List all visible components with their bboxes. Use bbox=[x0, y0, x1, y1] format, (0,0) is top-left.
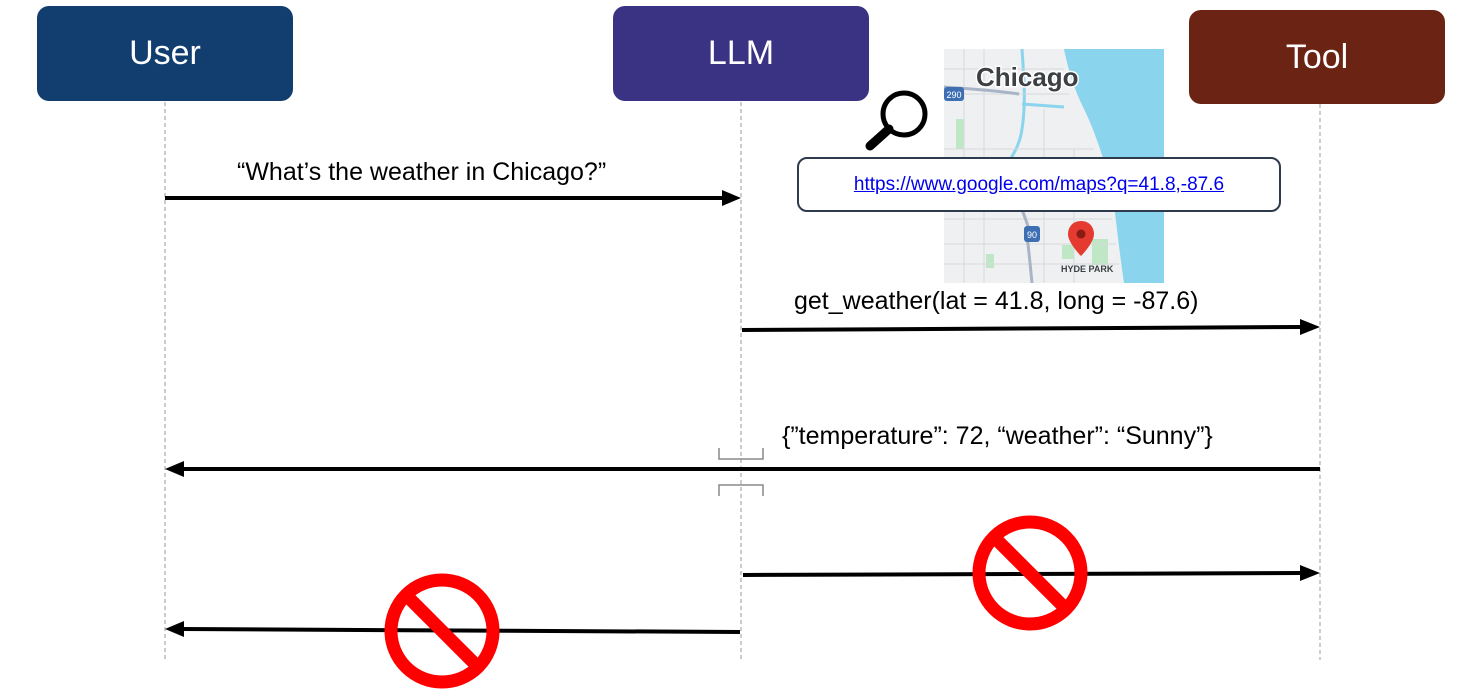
message-tool-response: {”temperature”: 72, “weather”: “Sunny”} bbox=[782, 422, 1213, 450]
arrow-tool-to-user bbox=[165, 461, 1320, 477]
prohibited-icon bbox=[384, 573, 500, 689]
magnifier-icon bbox=[865, 90, 928, 151]
actor-user: User bbox=[37, 6, 293, 101]
svg-text:290: 290 bbox=[946, 90, 961, 100]
message-user-query: “What’s the weather in Chicago?” bbox=[237, 158, 607, 186]
map-pin-icon bbox=[1068, 221, 1094, 256]
map-city-label: Chicago bbox=[976, 62, 1079, 92]
url-callout: https://www.google.com/maps?q=41.8,-87.6 bbox=[797, 157, 1281, 212]
arrow-llm-to-tool bbox=[741, 319, 1320, 335]
highway-90-shield: 90 bbox=[1024, 226, 1040, 242]
actor-llm: LLM bbox=[613, 6, 869, 101]
arrow-user-to-llm bbox=[165, 190, 741, 206]
message-tool-call: get_weather(lat = 41.8, long = -87.6) bbox=[794, 287, 1199, 315]
actor-tool: Tool bbox=[1189, 10, 1445, 104]
prohibited-icon bbox=[972, 515, 1088, 631]
highway-290-shield: 290 bbox=[944, 87, 964, 101]
arrow-llm-to-user-blocked bbox=[165, 621, 741, 637]
maps-url-link[interactable]: https://www.google.com/maps?q=41.8,-87.6 bbox=[853, 173, 1225, 195]
bypass-bracket bbox=[718, 448, 764, 496]
svg-text:90: 90 bbox=[1027, 230, 1037, 240]
map-district-label: HYDE PARK bbox=[1061, 264, 1114, 274]
